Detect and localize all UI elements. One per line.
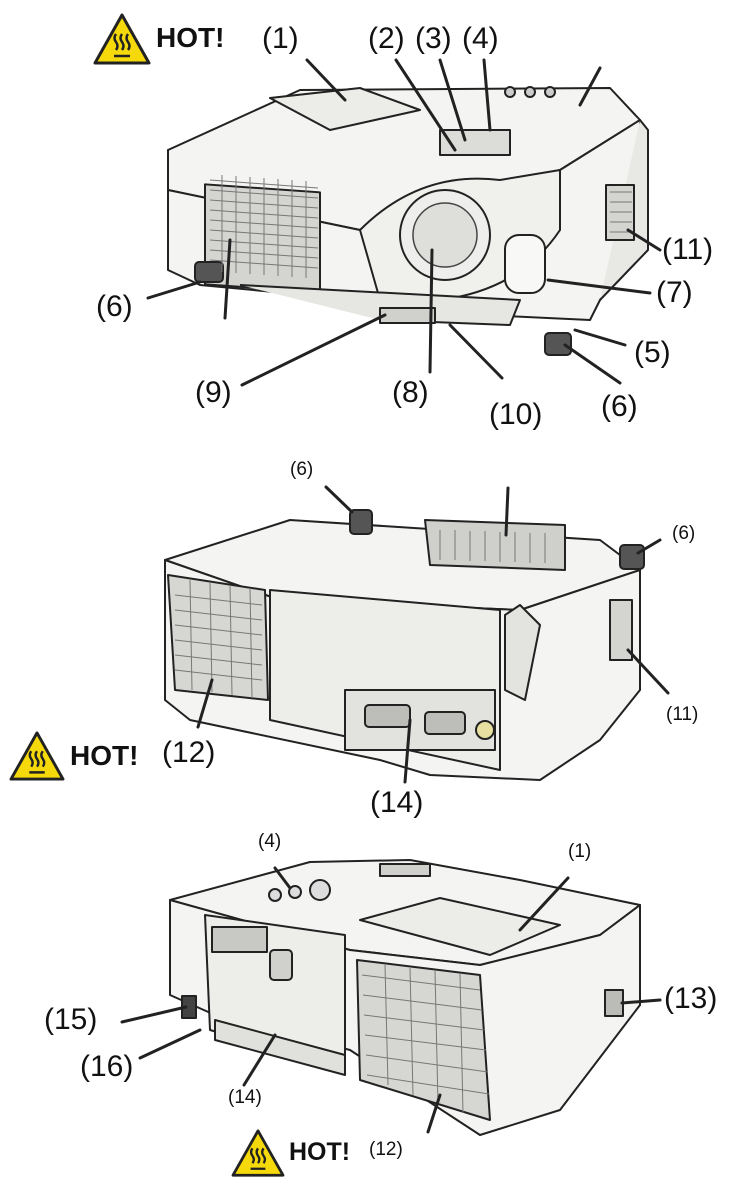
callout-label: (12) <box>369 1140 403 1159</box>
hot-surface-warning-icon <box>230 1128 286 1178</box>
callout-label: (4) <box>462 24 499 54</box>
callout-label: (4) <box>258 832 281 851</box>
callout-label: (3) <box>415 24 452 54</box>
ac-inlet <box>605 990 623 1016</box>
hot-warning-text: HOT! <box>289 1140 350 1165</box>
callout-label: (14) <box>228 1088 262 1107</box>
hot-warning-text: HOT! <box>70 742 138 770</box>
callout-label: (2) <box>368 24 405 54</box>
rear-left-vent-panel <box>168 575 268 700</box>
remote-sensor <box>505 235 545 293</box>
callout-label: (14) <box>370 788 423 818</box>
callout-label: (1) <box>262 24 299 54</box>
callout-label: (6) <box>672 524 695 543</box>
rgb-port-1 <box>365 705 410 727</box>
callout-label: (9) <box>195 378 232 408</box>
front-left-foot <box>195 262 223 282</box>
callout-label: (6) <box>96 292 133 322</box>
rear-right-foot <box>620 545 644 569</box>
callout-label: (6) <box>601 392 638 422</box>
callout-label: (6) <box>290 460 313 479</box>
hot-warning-text: HOT! <box>156 24 224 52</box>
callout-label: (7) <box>656 278 693 308</box>
rgb-port-2 <box>425 712 465 734</box>
callout-label: (15) <box>44 1005 97 1035</box>
callout-label: (5) <box>634 338 671 368</box>
callout-label: (10) <box>489 400 542 430</box>
filter-cover <box>425 520 565 570</box>
callout-label: (8) <box>392 378 429 408</box>
front-right-foot <box>545 333 571 355</box>
rear-left-foot <box>350 510 372 534</box>
hot-surface-warning-icon <box>8 730 66 782</box>
callout-label: (11) <box>662 235 713 265</box>
callout-label: (12) <box>162 738 215 768</box>
callout-label: (11) <box>666 705 698 724</box>
callout-label: (13) <box>664 984 717 1014</box>
callout-label: (16) <box>80 1052 133 1082</box>
hot-surface-warning-icon <box>92 12 152 66</box>
rear-left-vent <box>357 960 490 1120</box>
callout-label: (1) <box>568 842 591 861</box>
